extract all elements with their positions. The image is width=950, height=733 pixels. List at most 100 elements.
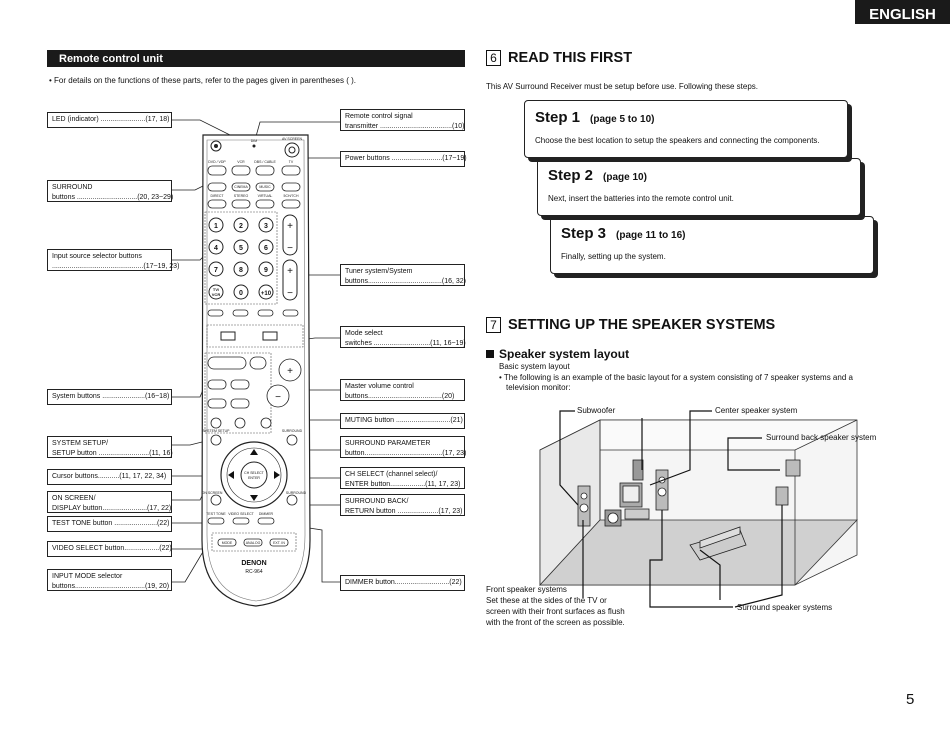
svg-text:TV/: TV/: [213, 287, 220, 292]
led-indicator: [252, 144, 256, 148]
left-callout: LED (indicator) .......................(…: [47, 112, 172, 128]
svg-text:8: 8: [239, 267, 243, 274]
svg-text:−: −: [287, 243, 293, 254]
callout-line: buttons.................................…: [52, 582, 170, 590]
step-1-label: Step 1: [535, 109, 581, 126]
svg-text:ENTER: ENTER: [248, 476, 260, 480]
callout-line: SURROUND BACK/: [345, 498, 409, 505]
right-callout: MUTING button ..........................…: [340, 413, 465, 429]
callout-line: Power buttons ..........................…: [345, 155, 467, 162]
svg-text:+: +: [287, 221, 293, 232]
callout-line: SURROUND: [52, 184, 93, 191]
callout-line: DIMMER button...........................…: [345, 579, 462, 586]
left-callout: VIDEO SELECT button..................(22…: [47, 541, 172, 557]
svg-text:6: 6: [264, 245, 268, 252]
svg-text:5CH/7CH: 5CH/7CH: [284, 194, 299, 198]
svg-text:+: +: [287, 366, 293, 377]
svg-text:+: +: [287, 266, 293, 277]
svg-text:TEST TONE: TEST TONE: [206, 512, 226, 516]
callout-line: Tuner system/System: [345, 268, 413, 275]
svg-text:−: −: [275, 392, 281, 403]
layout-bullet-2: television monitor:: [506, 383, 571, 392]
step-3-card: Step 3(page 11 to 16) Finally, setting u…: [550, 216, 874, 274]
label-front-2: Set these at the sides of the TV or: [486, 596, 607, 605]
layout-bullet-1: • The following is an example of the bas…: [499, 373, 853, 382]
callout-line: System buttons ......................(16…: [52, 393, 170, 400]
left-callout: TEST TONE button ......................(…: [47, 516, 172, 532]
callout-line: Input source selector buttons: [52, 253, 142, 260]
speaker-subtitle-text: Speaker system layout: [499, 347, 630, 361]
label-subwoofer: Subwoofer: [577, 406, 616, 415]
callout-line: MUTING button ..........................…: [345, 417, 463, 424]
callout-line: Remote control signal: [345, 113, 413, 120]
callout-line: INPUT MODE selector: [52, 573, 123, 580]
step-1-card: Step 1(page 5 to 10) Choose the best loc…: [524, 100, 848, 158]
square-bullet-icon: [486, 350, 494, 358]
callout-line: CH SELECT (channel select)/: [345, 471, 438, 478]
page-number: 5: [906, 691, 915, 708]
read-first-intro: This AV Surround Receiver must be setup …: [486, 82, 758, 91]
label-center: Center speaker system: [715, 406, 798, 415]
svg-text:CINEMA: CINEMA: [234, 185, 248, 189]
step-1-desc: Choose the best location to setup the sp…: [535, 136, 820, 145]
callout-line: transmitter ............................…: [345, 122, 465, 130]
svg-text:−: −: [287, 288, 293, 299]
callout-line: ........................................…: [52, 262, 180, 270]
svg-text:DIM: DIM: [251, 139, 258, 143]
svg-text:VIDEO SELECT: VIDEO SELECT: [228, 512, 254, 516]
remote-note: • For details on the functions of these …: [49, 76, 356, 85]
callout-line: ENTER button..................(11, 17, 2…: [345, 480, 461, 488]
label-front-3: screen with their front surfaces as flus…: [486, 607, 625, 616]
callout-line: buttons.................................…: [345, 392, 455, 400]
right-callout: Remote control signal transmitter .......…: [340, 109, 465, 131]
callout-line: RETURN button .....................(17, …: [345, 507, 463, 515]
svg-text:DBS / CABLE: DBS / CABLE: [254, 160, 276, 164]
step-3-desc: Finally, setting up the system.: [561, 252, 666, 261]
callout-line: Master volume control: [345, 383, 414, 390]
left-callout: Input source selector buttons...........…: [47, 249, 180, 271]
svg-text:MODE: MODE: [222, 541, 233, 545]
right-callout: SURROUND BACK/RETURN button ............…: [340, 494, 465, 516]
label-surround: Surround speaker systems: [737, 603, 833, 612]
right-callout: Master volume control buttons............…: [340, 379, 465, 401]
read-first-title: READ THIS FIRST: [508, 50, 633, 66]
right-callout: DIMMER button...........................…: [340, 575, 465, 591]
svg-text:3: 3: [264, 223, 268, 230]
callout-line: LED (indicator) .......................(…: [52, 116, 170, 123]
left-callout: System buttons ......................(16…: [47, 389, 172, 405]
svg-text:DVD / VDP: DVD / VDP: [208, 160, 226, 164]
speaker-subtitle: Speaker system layout: [486, 347, 629, 361]
svg-text:AV SCREEN: AV SCREEN: [282, 137, 302, 141]
svg-text:5: 5: [239, 245, 243, 252]
callout-line: Cursor buttons...........(11, 17, 22, 34…: [52, 473, 167, 480]
callout-line: VIDEO SELECT button..................(22…: [52, 545, 172, 552]
right-callout: SURROUND PARAMETER button................…: [340, 436, 467, 458]
step-2-label: Step 2: [548, 167, 594, 184]
callout-line: button..................................…: [345, 449, 467, 457]
section-number: 6: [486, 50, 501, 66]
callout-line: SURROUND PARAMETER: [345, 440, 431, 447]
step-3-label: Step 3: [561, 225, 607, 242]
svg-text:+10: +10: [261, 291, 272, 297]
step-2-desc: Next, insert the batteries into the remo…: [548, 194, 734, 203]
label-front-1: Front speaker systems: [486, 585, 567, 594]
svg-text:SYSTEM SETUP: SYSTEM SETUP: [202, 429, 230, 433]
left-callout: SYSTEM SETUP/SETUP button ..............…: [47, 436, 173, 458]
label-front-4: with the front of the screen as possible…: [486, 618, 625, 627]
language-tab: ENGLISH: [855, 0, 950, 24]
section-number: 7: [486, 317, 501, 333]
read-first-heading: 6 READ THIS FIRST: [486, 50, 632, 66]
svg-text:0: 0: [239, 290, 243, 297]
svg-text:2: 2: [239, 223, 243, 230]
right-callout: CH SELECT (channel select)/ ENTER button.…: [340, 467, 465, 489]
label-surround-back: Surround back speaker system: [766, 433, 877, 442]
remote-brand: DENON: [241, 560, 266, 567]
svg-text:VCR: VCR: [237, 160, 245, 164]
svg-text:4: 4: [214, 245, 218, 252]
callout-line: ON SCREEN/: [52, 495, 96, 502]
